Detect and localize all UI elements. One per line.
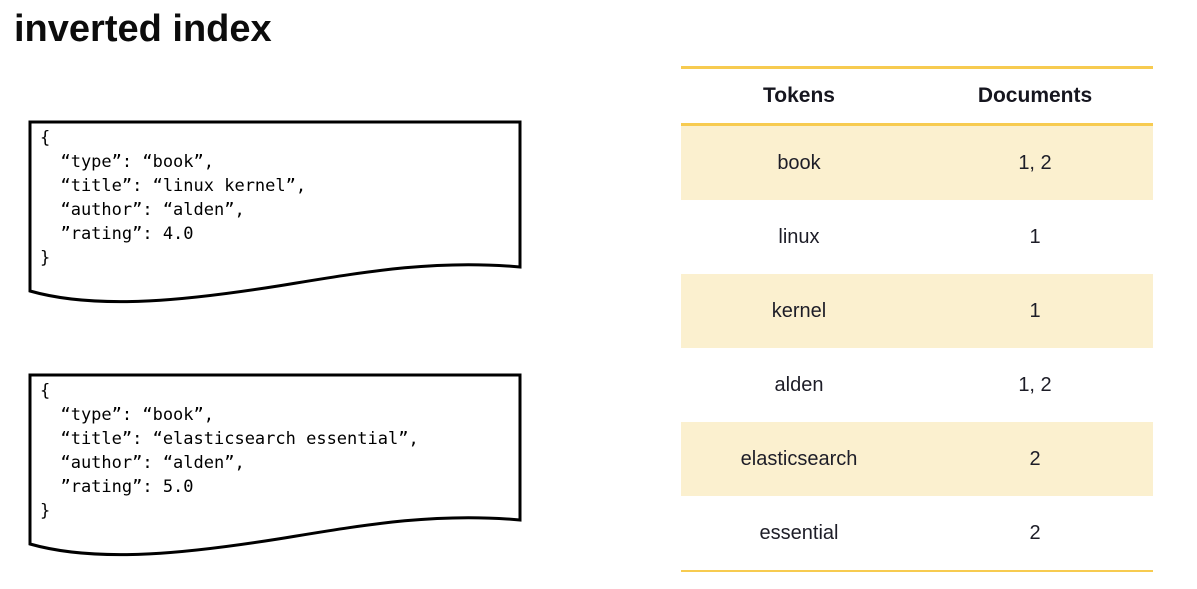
document-1: { “type”: “book”, “title”: “linux kernel… xyxy=(28,120,522,312)
table-row: linux 1 xyxy=(681,200,1153,274)
document-shape-icon xyxy=(28,373,522,557)
token-cell: linux xyxy=(778,225,820,248)
token-cell: elasticsearch xyxy=(740,447,858,470)
token-cell: essential xyxy=(759,521,839,544)
document-shape-icon xyxy=(28,120,522,304)
page-title: inverted index xyxy=(14,8,272,50)
column-header-documents: Documents xyxy=(977,84,1093,107)
documents-cell: 1 xyxy=(1029,225,1041,248)
table-row: elasticsearch 2 xyxy=(681,422,1153,496)
table-row: essential 2 xyxy=(681,496,1153,570)
table-body: book 1, 2 linux 1 kernel 1 alden 1, 2 el… xyxy=(681,126,1153,570)
table-row: kernel 1 xyxy=(681,274,1153,348)
table-top-rule xyxy=(681,66,1153,69)
documents-cell: 1, 2 xyxy=(1018,373,1052,396)
table-row: alden 1, 2 xyxy=(681,348,1153,422)
documents-cell: 1 xyxy=(1029,299,1041,322)
token-cell: book xyxy=(777,151,821,174)
column-header-tokens: Tokens xyxy=(763,84,835,107)
table-header-row: Tokens Documents xyxy=(681,69,1153,123)
table-row: book 1, 2 xyxy=(681,126,1153,200)
table-header-rule xyxy=(681,123,1153,126)
inverted-index-table: Tokens Documents book 1, 2 linux 1 kerne… xyxy=(681,66,1153,572)
documents-cell: 2 xyxy=(1029,521,1041,544)
document-2-json-code: { “type”: “book”, “title”: “elasticsearc… xyxy=(40,381,419,521)
document-1-json-code: { “type”: “book”, “title”: “linux kernel… xyxy=(40,128,307,268)
token-cell: alden xyxy=(774,373,824,396)
token-cell: kernel xyxy=(771,299,827,322)
documents-cell: 2 xyxy=(1029,447,1041,470)
document-2: { “type”: “book”, “title”: “elasticsearc… xyxy=(28,373,522,565)
documents-cell: 1, 2 xyxy=(1018,151,1052,174)
table-bottom-rule xyxy=(681,570,1153,572)
